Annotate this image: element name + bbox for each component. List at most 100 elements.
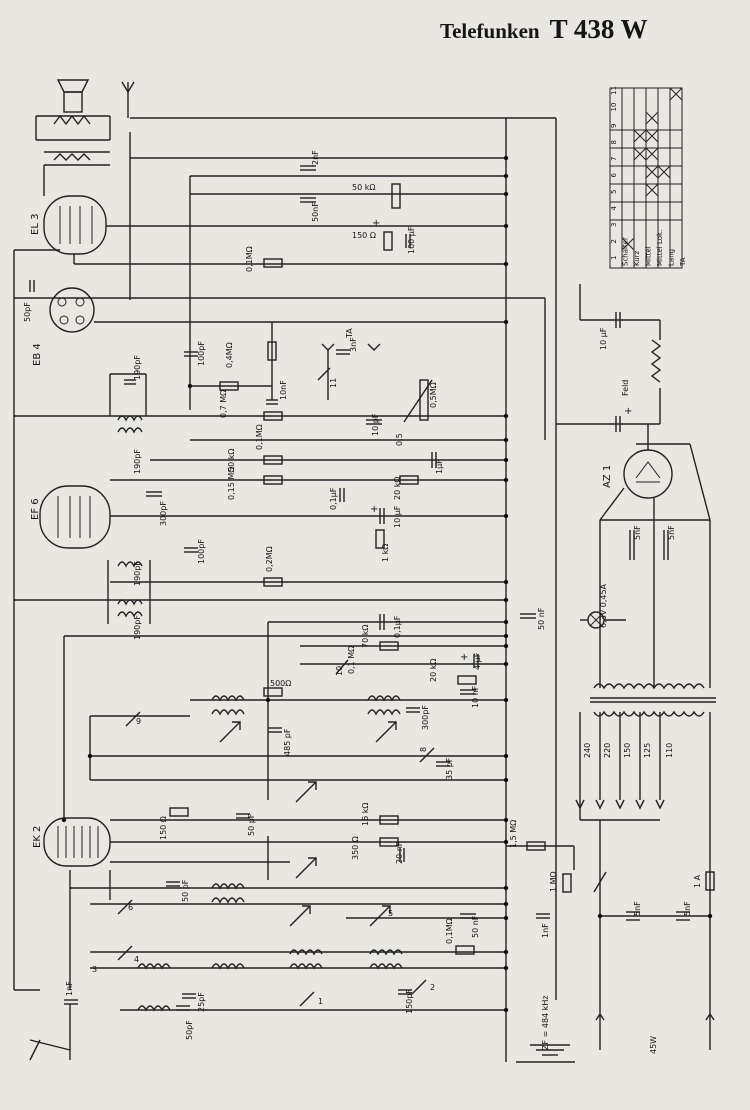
osc-coil-icon <box>367 709 401 716</box>
rf-coil-icon <box>369 949 403 956</box>
if-coil-icon <box>117 415 143 422</box>
res-01m-label: 0,1MΩ <box>245 246 254 272</box>
tube-eb4-label: EB 4 <box>32 343 43 366</box>
tube-ef6-icon <box>39 485 111 549</box>
res-15m-label: 1,5 MΩ <box>509 820 518 848</box>
switch-5-label: 5 <box>388 909 393 918</box>
tap-150-label: 150 <box>623 743 632 758</box>
power-supply: 10 μF Feld + AZ 1 5nF 5nF <box>556 284 716 1054</box>
res-20k <box>399 475 419 485</box>
switch-6 <box>117 899 133 915</box>
res-01m-d-label: 0,1MΩ <box>445 918 454 944</box>
res-015m <box>263 475 283 485</box>
switch-2 <box>411 979 427 995</box>
if-coil-icon <box>117 427 143 434</box>
switch-table-column: 11 <box>610 86 618 95</box>
pot-05m <box>419 379 429 421</box>
res-70k <box>379 641 399 651</box>
switch-9-label: 9 <box>136 717 141 726</box>
switch-1 <box>299 991 315 1007</box>
res-50k-b <box>263 455 283 465</box>
table-mark <box>669 87 683 101</box>
res-02m <box>263 577 283 587</box>
switch-table-column: 6 <box>610 173 618 178</box>
transformer-coil-icon <box>53 153 91 161</box>
rf-coil-icon <box>137 1005 171 1012</box>
tuning-cap-icon <box>295 781 317 803</box>
res-1k <box>375 529 385 549</box>
trimmer-icon <box>375 721 397 743</box>
cap-100pf-a-label: 100pF <box>197 341 206 366</box>
switch-10 <box>335 659 349 675</box>
ta-small-label: TA <box>345 328 354 339</box>
tube-ek2: EK 2 <box>32 817 111 867</box>
res-1m-label: 1 MΩ <box>549 871 558 892</box>
res-16k <box>379 815 399 825</box>
switch-4 <box>117 945 133 961</box>
cap-10nf-label: 10nF <box>279 380 288 400</box>
rf-coil-icon <box>289 949 323 956</box>
speaker-icon <box>63 91 83 113</box>
tube-el3-icon <box>43 195 107 255</box>
res-150-b-label: 150 Ω <box>159 816 168 840</box>
osc-coil-icon <box>211 695 245 702</box>
switch-table-column: 4 <box>610 206 618 211</box>
cap-01uf-label: 0,1μF <box>329 487 338 510</box>
tube-el3-label: EL 3 <box>30 214 41 235</box>
switch-6-label: 6 <box>128 903 133 912</box>
switch-1-label: 1 <box>318 997 323 1006</box>
res-150-b <box>169 807 189 817</box>
cap-150pf-label: 150pF <box>405 989 414 1014</box>
switch-table-column: 9 <box>610 124 618 128</box>
field-coil-icon <box>650 339 662 383</box>
switch-11 <box>317 367 331 381</box>
cap-35pf-label: 35 pF <box>445 757 454 780</box>
lamp-label: 6,3V 0,45A <box>599 583 608 628</box>
res-01m-c-label: 0,1 MΩ <box>347 646 356 674</box>
plus-sign: + <box>372 218 380 229</box>
cap-190pf-b-label: 190pF <box>133 449 142 474</box>
cap-10uf-b-label: 10 μF <box>393 505 402 528</box>
transformer-secondary-icon <box>593 683 705 690</box>
pot-05m-label: 0,5MΩ <box>429 382 438 408</box>
trimmer-icon <box>219 721 241 743</box>
cap-300pf-label: 300pF <box>159 501 168 526</box>
switch-table-column: 8 <box>610 140 618 144</box>
cap-5nf-a-label: 5nF <box>633 525 642 540</box>
cap-50pf-d-label: 50pF <box>185 1020 194 1040</box>
cap-50pf-c-label: 50 pF <box>181 879 190 902</box>
res-70k-label: 70 kΩ <box>361 625 370 648</box>
res-015m-label: 0,15 MΩ <box>227 467 236 500</box>
res-01m <box>263 258 283 268</box>
tap-240-label: 240 <box>583 743 592 758</box>
switch-10-label: 10 <box>335 666 344 676</box>
table-mark <box>645 183 659 197</box>
res-1k-label: 1 kΩ <box>381 544 390 562</box>
if-coil-icon <box>117 561 143 568</box>
switch-table-column: 2 <box>610 239 618 243</box>
mains-plug-icon <box>595 1012 715 1021</box>
cap-190pf-d-label: 190pF <box>133 615 142 640</box>
cap-2nf-label: 2nF <box>311 150 320 165</box>
cap-1uf-label: 1μF <box>435 459 444 474</box>
res-500 <box>263 687 283 697</box>
cap-100pf-b-label: 100pF <box>197 539 206 564</box>
switch-table-row: Mittel Lok. <box>656 230 664 266</box>
table-mark <box>645 165 671 179</box>
model-name: T 438 W <box>549 14 648 44</box>
cap-485pf-label: 485 pF <box>283 728 292 756</box>
switch-table-column: 1 <box>610 256 618 260</box>
table-mark <box>633 129 659 143</box>
cap-190pf-c-label: 190pF <box>133 561 142 586</box>
tap-110-label: 110 <box>665 743 674 758</box>
plus-sign: + <box>624 406 632 417</box>
res-20k-b <box>457 675 477 685</box>
tube-eb4-icon <box>49 287 95 333</box>
cap-190pf-a-label: 190pF <box>133 355 142 380</box>
power-switch <box>593 871 607 893</box>
table-mark <box>645 111 659 125</box>
tube-az1-label: AZ 1 <box>602 465 613 488</box>
switch-8 <box>419 747 435 763</box>
plus-sign: + <box>460 652 468 663</box>
